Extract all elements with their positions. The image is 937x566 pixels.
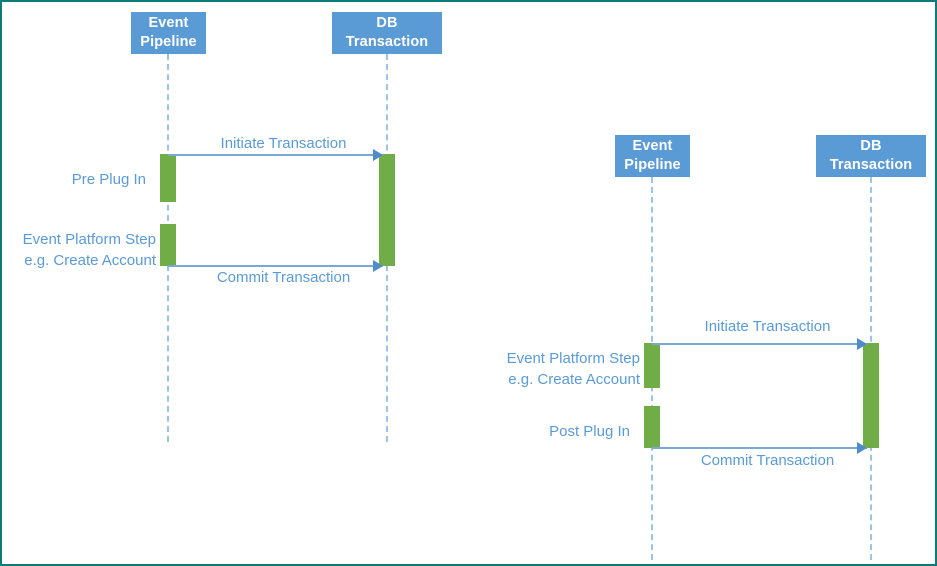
participant-label-line1: Event [148,15,189,31]
participant-label-line1: DB [376,15,398,31]
participant-label-line1: DB [860,138,882,154]
activation-post-plug-in [644,406,660,448]
participant-label-line1: Event [632,138,673,154]
activation-event-platform-step-left [160,224,176,266]
side-label-line1: Event Platform Step [22,231,156,248]
side-label-line1: Post Plug In [549,423,630,440]
side-label-line1: Event Platform Step [506,350,640,367]
message-label-initiate-transaction-right: Initiate Transaction [704,318,831,335]
message-label-initiate-transaction-left: Initiate Transaction [220,135,347,152]
side-label-line1: Pre Plug In [71,171,146,188]
participant-label-line2: Transaction [829,157,913,173]
message-line-commit-transaction-right [652,447,867,449]
side-label-line2: e.g. Create Account [508,371,640,388]
side-label-post-plug-in: Post Plug In [486,421,630,442]
activation-db-transaction-left [379,154,395,266]
participant-event-pipeline-left[interactable]: Event Pipeline [131,12,206,54]
participant-db-transaction-right[interactable]: DB Transaction [816,135,926,177]
participant-db-transaction-left[interactable]: DB Transaction [332,12,442,54]
message-arrowhead-initiate-transaction-right [857,338,867,350]
participant-label-line2: Pipeline [140,34,197,50]
message-arrowhead-commit-transaction-left [373,260,383,272]
message-label-commit-transaction-left: Commit Transaction [216,269,351,286]
activation-pre-plug-in [160,154,176,202]
message-arrowhead-commit-transaction-right [857,442,867,454]
side-label-pre-plug-in: Pre Plug In [2,169,146,190]
message-arrowhead-initiate-transaction-left [373,149,383,161]
activation-event-platform-step-right [644,343,660,388]
side-label-event-platform-step-right: Event Platform Step e.g. Create Account [486,348,640,390]
activation-db-transaction-right [863,343,879,448]
participant-event-pipeline-right[interactable]: Event Pipeline [615,135,690,177]
side-label-event-platform-step-left: Event Platform Step e.g. Create Account [2,229,156,271]
message-line-commit-transaction-left [168,265,383,267]
side-label-line2: e.g. Create Account [24,252,156,269]
message-label-commit-transaction-right: Commit Transaction [700,452,835,469]
participant-label-line2: Pipeline [624,157,681,173]
message-line-initiate-transaction-right [652,343,867,345]
message-line-initiate-transaction-left [168,154,383,156]
participant-label-line2: Transaction [345,34,429,50]
